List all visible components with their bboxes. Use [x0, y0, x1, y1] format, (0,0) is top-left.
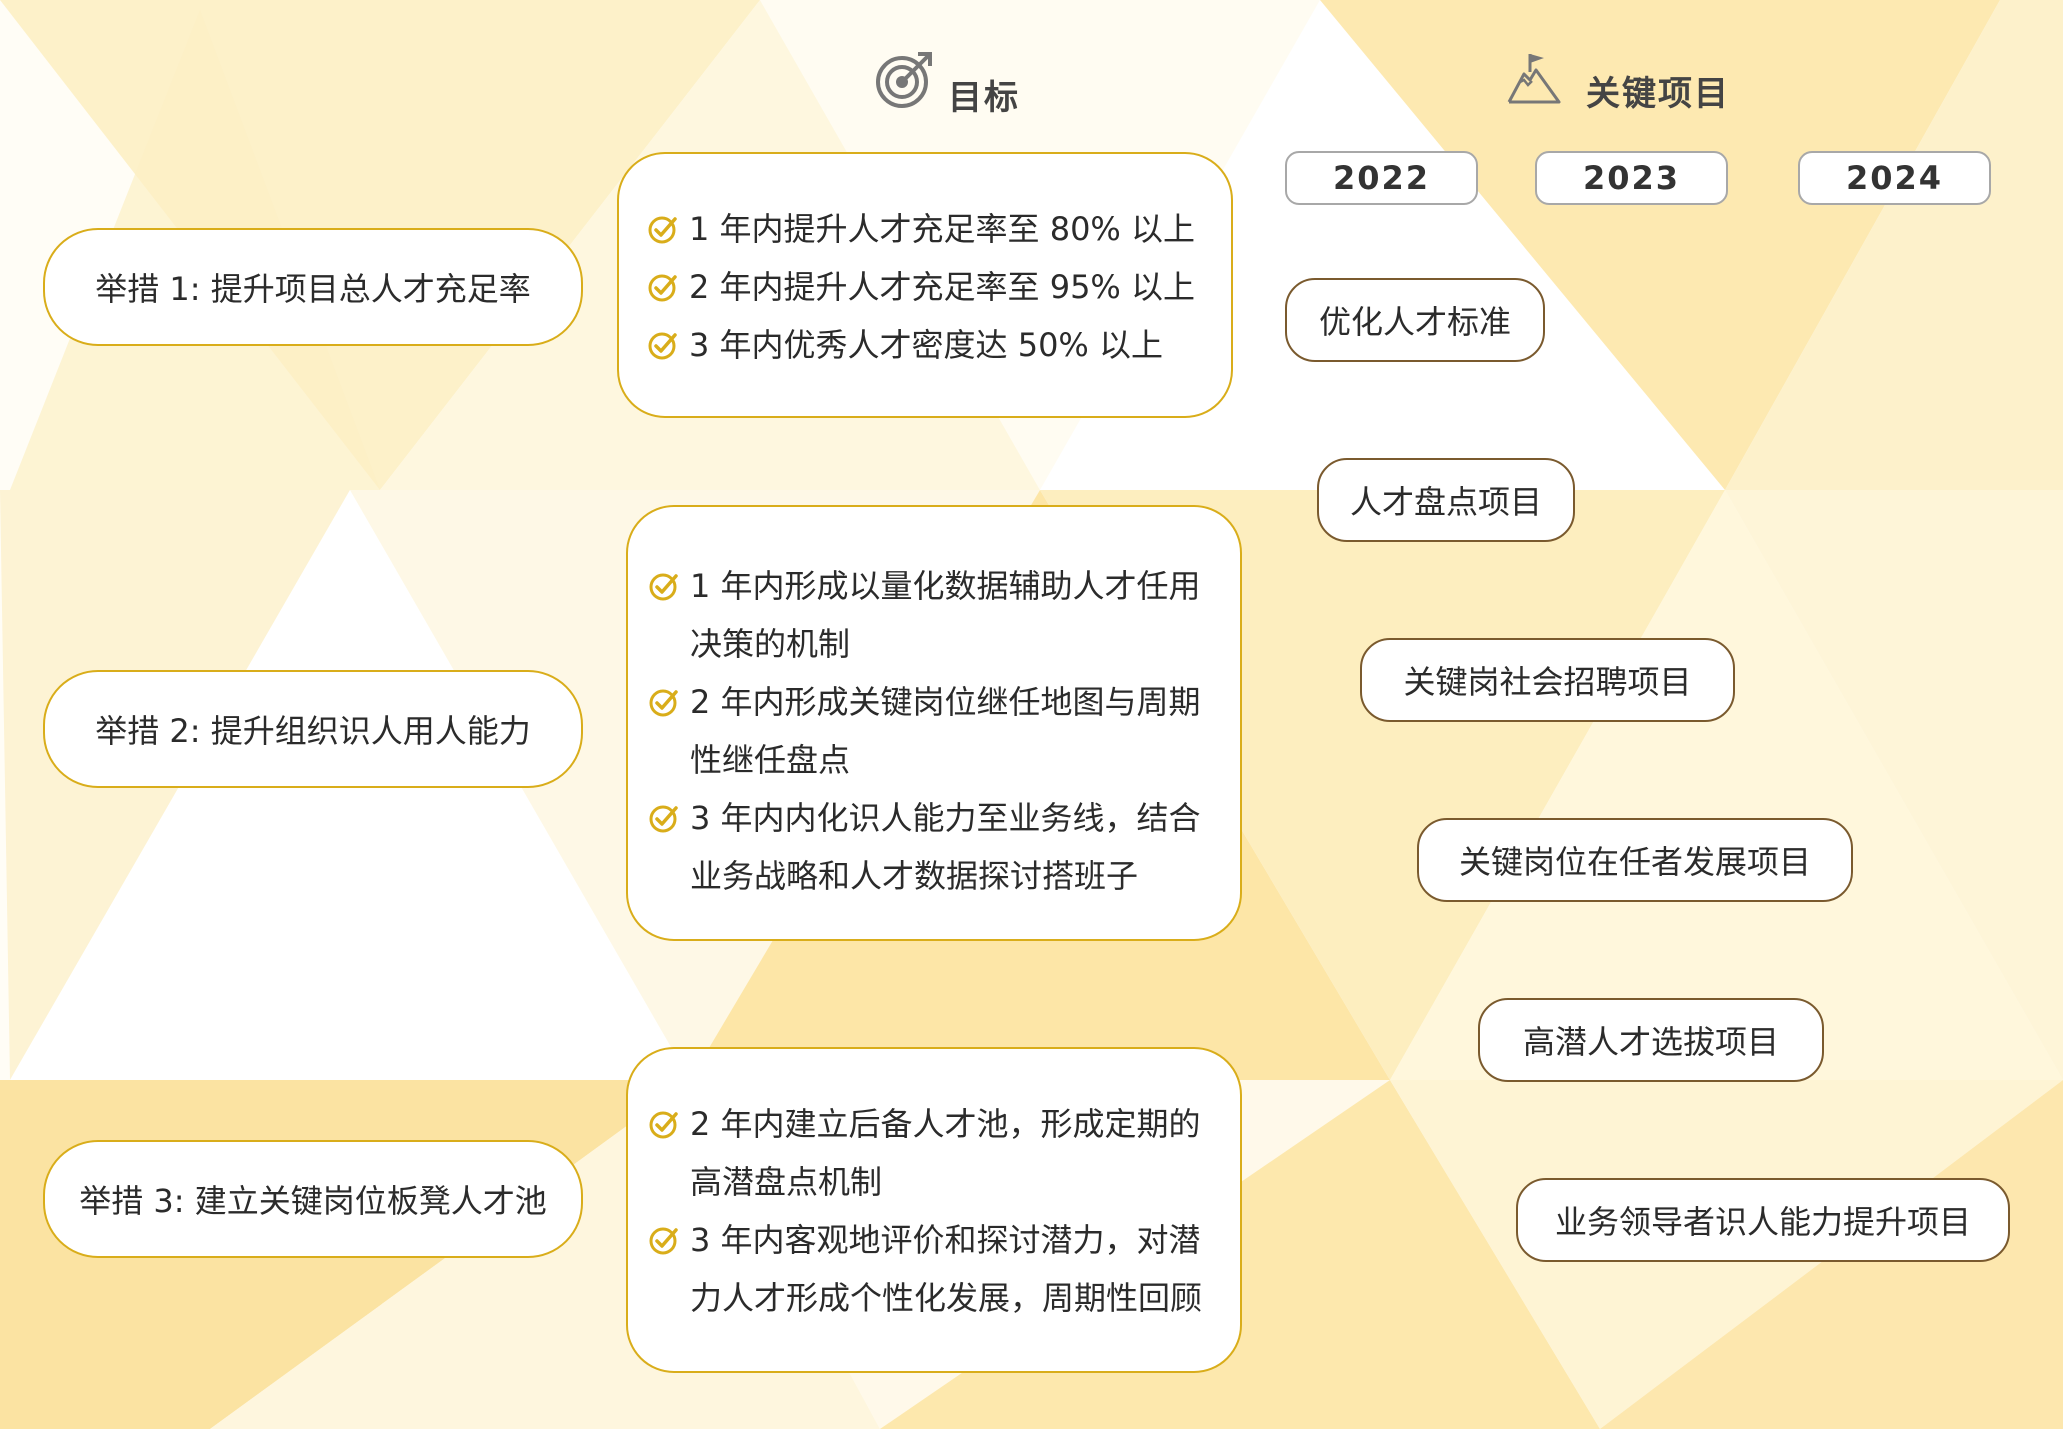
year-2023-pill: 2023: [1535, 151, 1728, 205]
check-circle-icon: [648, 216, 677, 244]
project-talent-review: 人才盘点项目: [1317, 458, 1575, 542]
check-circle-icon: [649, 1111, 678, 1139]
goal-text: 3 年内内化识人能力至业务线，结合业务战略和人才数据探讨搭班子: [690, 799, 1201, 895]
project-key-position-recruiting: 关键岗社会招聘项目: [1360, 638, 1735, 722]
project-optimize-talent-standards: 优化人才标准: [1285, 278, 1545, 362]
goal-item: 2 年内形成关键岗位继任地图与周期性继任盘点: [648, 673, 1216, 789]
year-2022-pill: 2022: [1285, 151, 1478, 205]
check-circle-icon: [648, 332, 677, 360]
goal-text: 3 年内客观地评价和探讨潜力，对潜力人才形成个性化发展，周期性回顾: [690, 1221, 1203, 1317]
year-2024-pill: 2024: [1798, 151, 1991, 205]
goal-text: 1 年内形成以量化数据辅助人才任用决策的机制: [690, 567, 1201, 663]
measure-3-pill: 举措 3: 建立关键岗位板凳人才池: [43, 1140, 583, 1258]
goal-item: 2 年内建立后备人才池，形成定期的高潜盘点机制: [648, 1095, 1216, 1211]
goal-text: 3 年内优秀人才密度达 50% 以上: [689, 326, 1164, 364]
target-icon: [876, 52, 932, 108]
goal-text: 2 年内提升人才充足率至 95% 以上: [689, 268, 1196, 306]
goal-text: 2 年内形成关键岗位继任地图与周期性继任盘点: [690, 683, 1201, 779]
goal-box-1: 1 年内提升人才充足率至 80% 以上 2 年内提升人才充足率至 95% 以上 …: [617, 152, 1233, 418]
measure-2-pill: 举措 2: 提升组织识人用人能力: [43, 670, 583, 788]
project-leader-capability: 业务领导者识人能力提升项目: [1516, 1178, 2010, 1262]
mountain-flag-icon: [1507, 54, 1561, 104]
goal-item: 1 年内形成以量化数据辅助人才任用决策的机制: [648, 557, 1216, 673]
project-incumbent-development: 关键岗位在任者发展项目: [1417, 818, 1853, 902]
project-high-potential-selection: 高潜人才选拔项目: [1478, 998, 1824, 1082]
goal-heading: 目标: [948, 78, 1020, 118]
goal-item: 2 年内提升人才充足率至 95% 以上: [647, 258, 1211, 316]
goal-box-2: 1 年内形成以量化数据辅助人才任用决策的机制 2 年内形成关键岗位继任地图与周期…: [626, 505, 1242, 941]
goal-text: 1 年内提升人才充足率至 80% 以上: [689, 210, 1196, 248]
key-projects-heading: 关键项目: [1586, 74, 1730, 114]
check-circle-icon: [649, 805, 678, 833]
goal-item: 1 年内提升人才充足率至 80% 以上: [647, 200, 1211, 258]
goal-item: 3 年内优秀人才密度达 50% 以上: [647, 316, 1211, 374]
goal-box-3: 2 年内建立后备人才池，形成定期的高潜盘点机制 3 年内客观地评价和探讨潜力，对…: [626, 1047, 1242, 1373]
goal-text: 2 年内建立后备人才池，形成定期的高潜盘点机制: [690, 1105, 1201, 1201]
check-circle-icon: [649, 573, 678, 601]
check-circle-icon: [649, 1227, 678, 1255]
check-circle-icon: [648, 274, 677, 302]
check-circle-icon: [649, 689, 678, 717]
measure-1-pill: 举措 1: 提升项目总人才充足率: [43, 228, 583, 346]
goal-item: 3 年内内化识人能力至业务线，结合业务战略和人才数据探讨搭班子: [648, 789, 1216, 905]
goal-item: 3 年内客观地评价和探讨潜力，对潜力人才形成个性化发展，周期性回顾: [648, 1211, 1216, 1327]
